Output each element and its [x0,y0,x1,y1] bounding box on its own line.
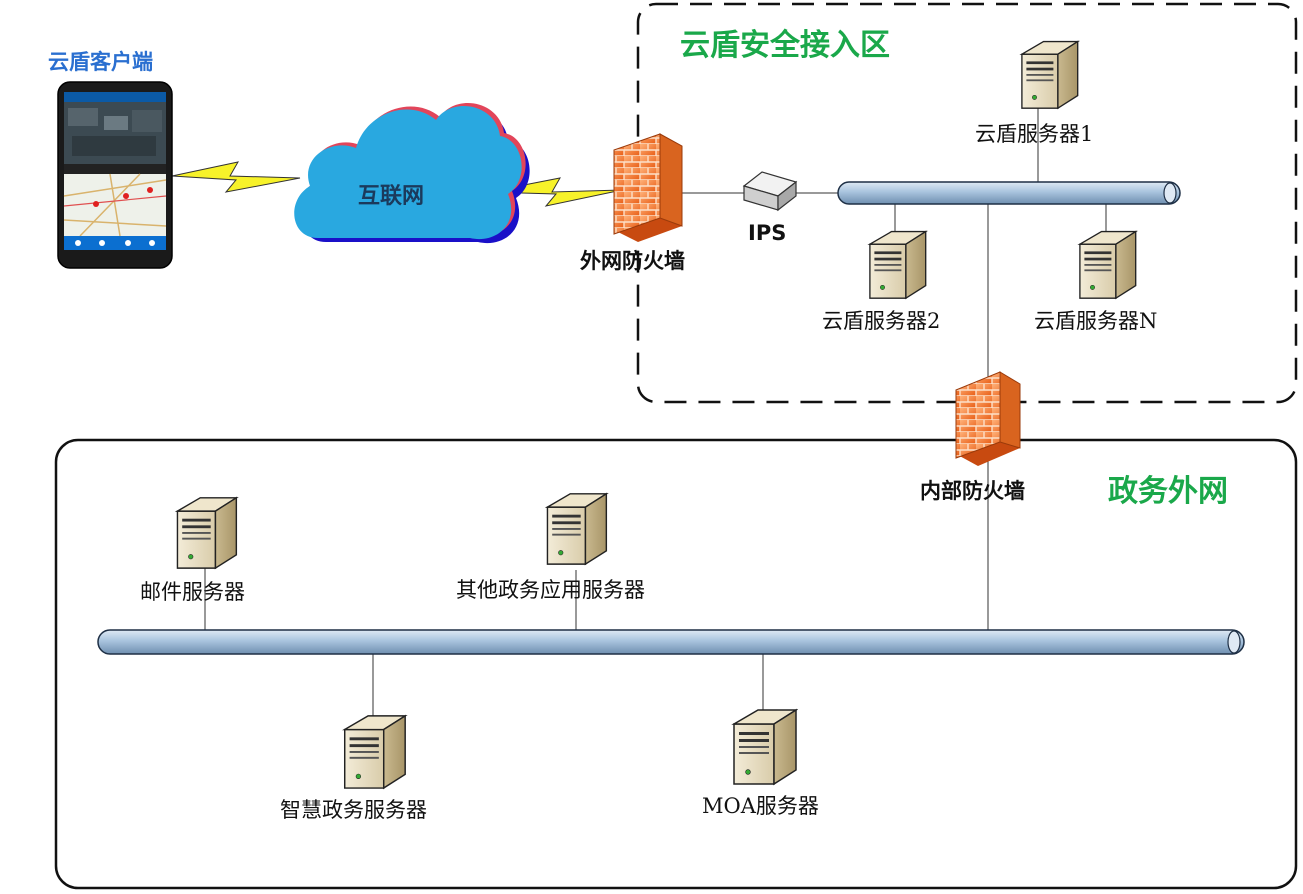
server-label-mail: 邮件服务器 [140,580,245,604]
client-title: 云盾客户端 [48,50,153,74]
access-zone-bus [837,181,1181,205]
access-zone-title: 云盾安全接入区 [680,28,890,63]
server-icon-other-gov [546,493,608,565]
server-icon-smart-gov [343,715,406,789]
server-label-other-gov: 其他政务应用服务器 [456,578,645,602]
server-label-moa: MOA服务器 [702,794,819,818]
wireless-link-icon [171,161,301,193]
server-icon-yundun2 [869,230,927,299]
server-icon-moa [733,709,797,785]
internet-cloud-icon [294,103,530,244]
ips-label: IPS [748,221,787,245]
server-icon-mail [176,497,238,569]
outer-firewall-label: 外网防火墙 [580,249,685,273]
inner-firewall-label: 内部防火墙 [920,479,1025,503]
outer-firewall-icon [613,133,683,242]
internet-label: 互联网 [358,184,425,209]
inner-firewall-icon [955,371,1021,466]
gov-network-bus [97,629,1245,655]
server-label-smart-gov: 智慧政务服务器 [280,798,427,822]
gov-network-title: 政务外网 [1108,474,1228,509]
ips-device-icon [742,171,798,212]
server-label-yundun2: 云盾服务器2 [822,309,941,333]
server-label-yundunN: 云盾服务器N [1034,309,1158,333]
gov-network-box [54,438,1298,890]
server-icon-yundunN [1079,230,1137,299]
server-icon-yundun1 [1021,40,1079,109]
mobile-phone-icon [57,81,173,269]
server-label-yundun1: 云盾服务器1 [975,122,1094,146]
